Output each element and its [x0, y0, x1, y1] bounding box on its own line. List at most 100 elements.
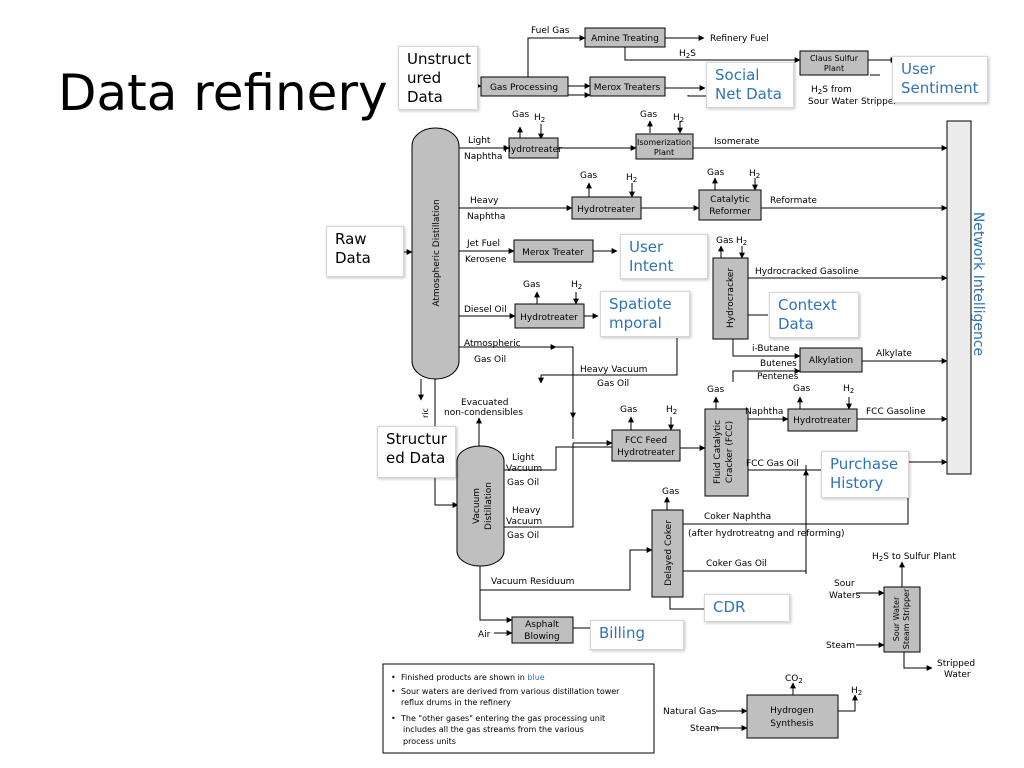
svg-text:•: •: [391, 714, 396, 723]
unit-merox-treater: [513, 239, 594, 263]
stream-gas: Gas: [620, 405, 637, 415]
stream-fcc-gas-oil: FCC Gas Oil: [746, 459, 799, 469]
unit-sour-water-stripper: [883, 586, 921, 653]
label-amine: Amine Treating: [591, 34, 659, 44]
stream-after-hydrotreating: (after hydrotreatng and reforming): [688, 529, 845, 539]
stream-h2: H2: [736, 236, 747, 247]
stream-gas: Gas: [512, 110, 529, 120]
stream-diesel: Diesel Oil: [464, 305, 507, 315]
stream-gas: Gas: [793, 384, 810, 394]
callout-purchase-history: Purchase History: [821, 451, 909, 498]
callout-raw-data: Raw Data: [326, 226, 404, 277]
atmospheric-distillation-column: [411, 127, 460, 380]
stream-gas: Gas: [523, 280, 540, 290]
label-hydrocracker: Hydrocracker: [726, 268, 736, 328]
network-intelligence-label: Network Intelligence: [970, 211, 986, 357]
unit-gas-processing: [480, 76, 569, 97]
unit-hydrotreater-4: [787, 408, 858, 432]
stream-gas: Gas: [580, 171, 597, 181]
stream-h2: H2: [851, 686, 862, 697]
label-merox-treater: Merox Treater: [522, 248, 584, 258]
unit-fcc: [704, 408, 749, 497]
legend-line3a: The "other gases" entering the gas proce…: [400, 714, 605, 723]
callout-structured-data: Structur ed Data: [377, 426, 456, 478]
stream-steam: Steam: [826, 641, 855, 651]
unit-merox-treaters: [589, 76, 666, 97]
stream-h2s: H2S: [679, 49, 696, 60]
label-alkylation: Alkylation: [809, 356, 853, 366]
legend-box: • Finished products are shown in blue • …: [382, 663, 655, 754]
stream-fuel-gas: Fuel Gas: [531, 26, 570, 36]
legend-line2a: Sour waters are derived from various dis…: [401, 687, 620, 696]
stream-gas: Gas: [640, 110, 657, 120]
unit-hydrotreater-3: [514, 303, 585, 329]
stream-co2: CO2: [785, 674, 803, 685]
unit-asphalt-blowing: [511, 616, 574, 644]
stream-ric: ric: [421, 408, 430, 418]
stream-h2: H2: [534, 113, 545, 124]
callout-spatiotemporal: Spatiote mporal: [600, 291, 690, 337]
stream-h2: H2: [749, 169, 760, 180]
label-atm-distillation: Atmospheric Distillation: [432, 199, 442, 306]
unit-hydrocracker: [712, 257, 749, 340]
stream-steam: Steam: [690, 724, 719, 734]
label-hydrotreater-1: Hydrotreater: [504, 145, 562, 155]
stream-gas: Gas: [707, 385, 724, 395]
callout-social-net-data: Social Net Data: [706, 62, 794, 108]
stream-sour-water-stripper: Sour Water Stripper: [808, 97, 897, 107]
label-hydrotreater-3: Hydrotreater: [520, 313, 578, 323]
unit-hydrotreater-1: [508, 137, 559, 159]
unit-delayed-coker: [651, 509, 684, 598]
callout-user-sentiment: User Sentiment: [892, 56, 988, 103]
stream-natural-gas: Natural Gas: [663, 707, 717, 717]
stream-gas: Gas: [707, 168, 724, 178]
unit-hydrotreater-2: [571, 196, 642, 220]
svg-text:•: •: [391, 687, 396, 696]
stream-h2: H2: [673, 113, 684, 124]
unit-fcc-feed: [611, 429, 681, 462]
stream-h2: H2: [843, 384, 854, 395]
stream-h2: H2: [571, 280, 582, 291]
label-delayed-coker: Delayed Coker: [664, 520, 674, 586]
label-hydrotreater-4: Hydrotreater: [793, 416, 851, 426]
legend-line2b: reflux drums in the refinery: [401, 698, 511, 707]
stream-gas: Gas: [662, 487, 679, 497]
stream-h2: H2: [666, 405, 677, 416]
label-sour-water: Sour WaterSteam Stripper: [892, 588, 911, 649]
callout-cdr: CDR: [704, 594, 790, 622]
stream-h2s-sulfur: H2S to Sulfur Plant: [872, 552, 956, 563]
stream-alkylate: Alkylate: [876, 349, 912, 359]
unit-alkylation: [799, 347, 863, 373]
svg-text:•: •: [391, 673, 396, 682]
network-intelligence-bar: [946, 120, 972, 475]
stream-isomerate: Isomerate: [714, 137, 760, 147]
stream-fcc-gasoline: FCC Gasoline: [866, 407, 926, 417]
legend-line3b: includes all the gas streams from the va…: [403, 725, 584, 734]
stream-h2s-from: H2S from: [811, 85, 852, 96]
callout-context-data: Context Data: [769, 292, 859, 338]
stream-coker-naphtha: Coker Naphtha: [704, 512, 771, 522]
vacuum-distillation-column: [456, 445, 505, 567]
label-hydrotreater-2: Hydrotreater: [577, 205, 635, 215]
callout-user-intent: User Intent: [620, 234, 708, 279]
slide-title: Data refinery: [58, 64, 388, 122]
unit-isomerization: [635, 133, 694, 160]
label-merox-treaters: Merox Treaters: [594, 83, 661, 93]
unit-hydrogen-synthesis: [746, 694, 839, 739]
stream-air: Air: [478, 630, 491, 640]
